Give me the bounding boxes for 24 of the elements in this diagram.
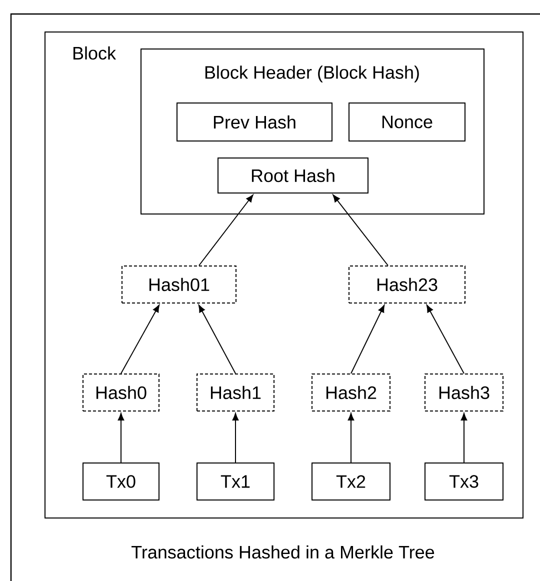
transaction-box: Tx0 [82, 462, 160, 500]
hash-box: Hash2 [312, 374, 390, 412]
arrow [198, 304, 236, 374]
arrow [198, 194, 254, 266]
hash-box: Hash3 [424, 374, 504, 412]
transaction-box: Tx1 [196, 462, 274, 500]
arrow [120, 304, 160, 374]
arrow [426, 304, 464, 374]
hash-box: Hash1 [196, 374, 274, 412]
transaction-box: Tx3 [424, 462, 504, 500]
field-box: Root Hash [218, 158, 368, 194]
caption: Transactions Hashed in a Merkle Tree [132, 545, 434, 559]
field-box: Prev Hash [176, 102, 332, 142]
arrow [460, 413, 468, 463]
field-box: Nonce [348, 102, 466, 142]
arrow [348, 413, 354, 463]
hash-box: Hash23 [348, 266, 466, 304]
arrow [332, 194, 388, 266]
arrow [118, 413, 124, 463]
transaction-box: Tx2 [312, 462, 390, 500]
hash-box: Hash0 [82, 374, 160, 412]
arrow [232, 413, 239, 463]
hash-box: Hash01 [122, 266, 236, 304]
arrow [350, 304, 385, 374]
